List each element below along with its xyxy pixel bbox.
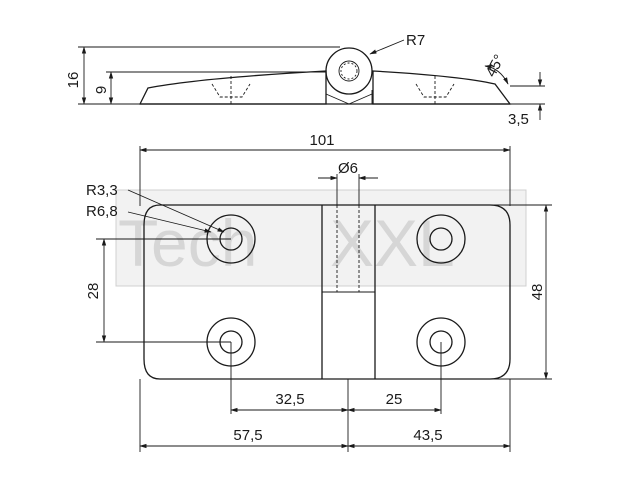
watermark-text-left: Tech [118, 206, 257, 280]
dim-hole-offset-left: 32,5 [275, 391, 304, 408]
dim-pin-diameter: Ø6 [338, 160, 358, 177]
watermark-band [115, 189, 527, 287]
dim-hole-radius-small: R3,3 [86, 182, 118, 199]
dim-chamfer-angle: 45° [483, 52, 509, 80]
dim-width-right: 43,5 [413, 427, 442, 444]
top-view: 101 Ø6 [85, 132, 552, 452]
watermark: Tech XXL [115, 189, 527, 287]
dim-radius-pin: R7 [406, 32, 425, 49]
dim-height-leaf: 9 [93, 86, 110, 94]
dim-width-total: 101 [309, 132, 334, 149]
hinge-profile-outline-right [372, 70, 512, 105]
pin-hole [338, 60, 360, 82]
dim-thickness: 3,5 [508, 111, 529, 128]
pin-knuckle [325, 47, 373, 95]
dim-height-total: 16 [65, 72, 82, 89]
hinge-profile-outline [138, 70, 327, 105]
side-view: 16 9 R7 45° 3,5 [65, 32, 545, 128]
dim-hole-spacing-vertical: 28 [85, 283, 102, 300]
dim-hole-radius-large: R6,8 [86, 203, 118, 220]
dim-height-plate: 48 [529, 284, 546, 301]
dim-width-left: 57,5 [233, 427, 262, 444]
mounting-hole-top-right [416, 214, 466, 264]
dim-hole-offset-right: 25 [386, 391, 403, 408]
watermark-text-right: XXL [330, 206, 455, 280]
